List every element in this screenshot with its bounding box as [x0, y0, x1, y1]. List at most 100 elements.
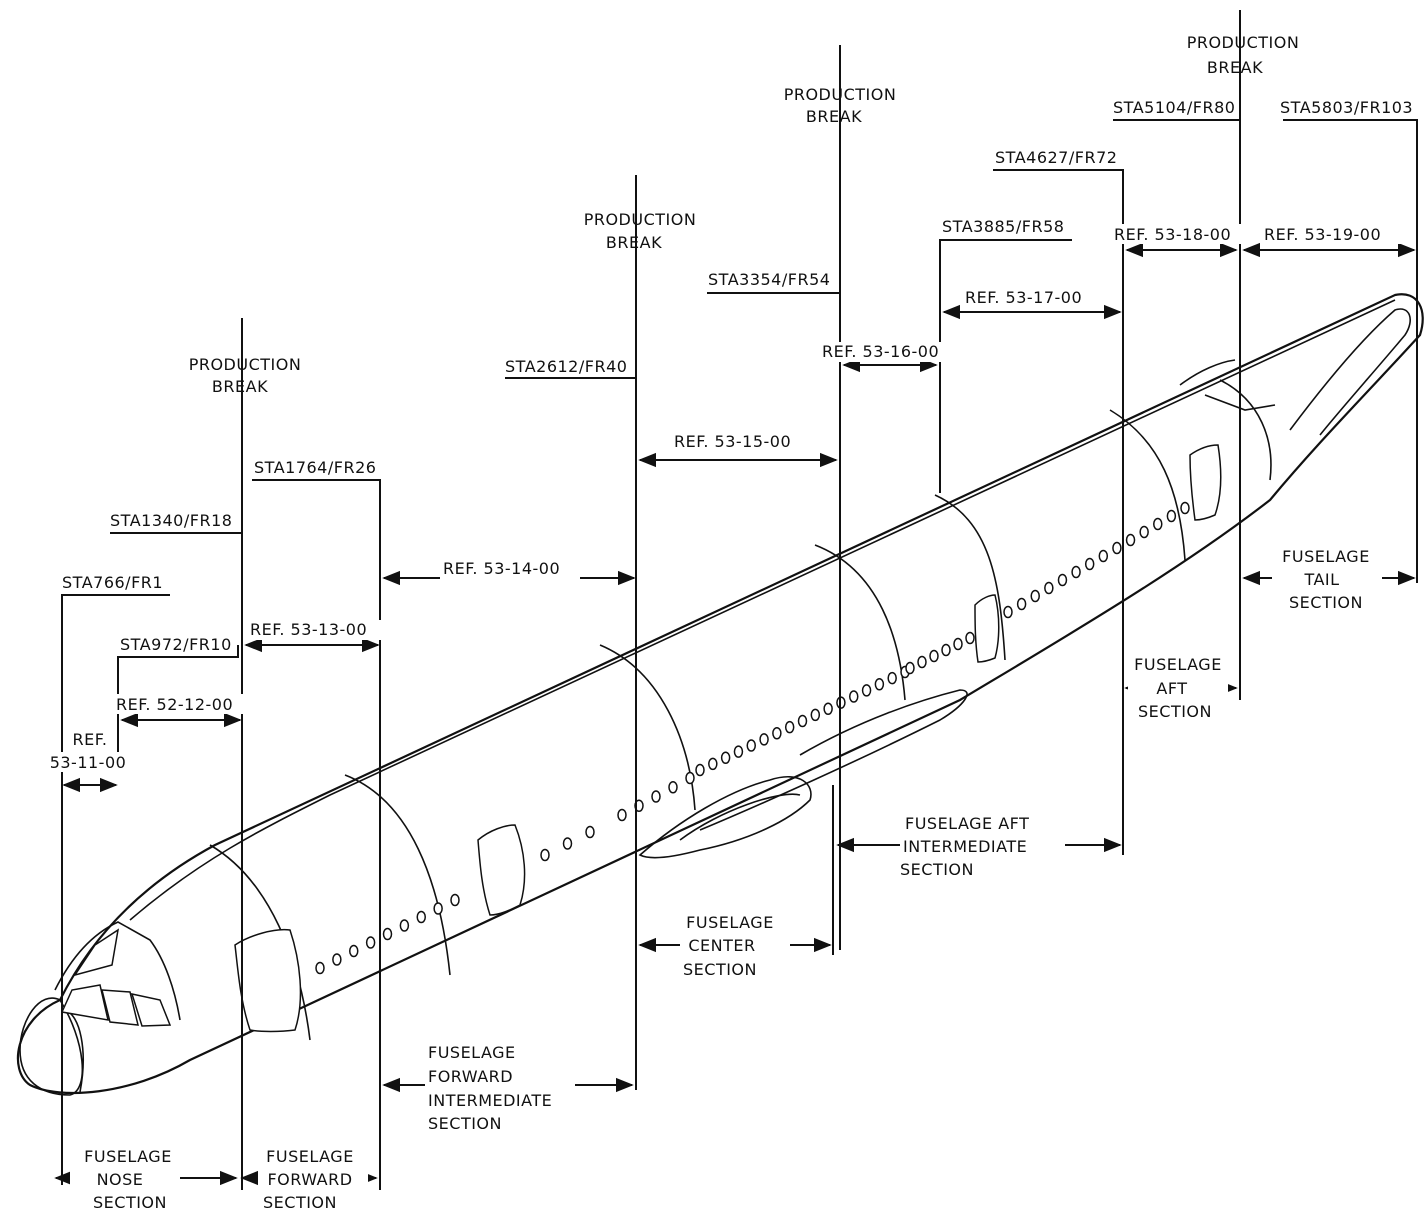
production-break-4-line2: BREAK [1207, 58, 1263, 77]
section-forward-line1: FUSELAGE [266, 1147, 354, 1166]
production-break-2-line2: BREAK [606, 233, 662, 252]
passenger-window [315, 961, 325, 975]
section-center-line2: CENTER [688, 936, 755, 955]
passenger-window [905, 661, 915, 675]
station-label-sta5104: STA5104/FR80 [1113, 98, 1235, 117]
passenger-window [332, 953, 342, 966]
ref-label-53-18: REF. 53-18-00 [1114, 225, 1231, 244]
station-labels: STA766/FR1 STA972/FR10 STA1340/FR18 STA1… [62, 98, 1413, 654]
passenger-window [416, 910, 426, 924]
section-tail-line3: SECTION [1289, 593, 1363, 612]
passenger-window [941, 643, 951, 657]
section-labels: FUSELAGE NOSE SECTION FUSELAGE FORWARD S… [84, 547, 1369, 1212]
passenger-windows [315, 501, 1190, 975]
passenger-window [1180, 501, 1190, 515]
production-break-2-line1: PRODUCTION [584, 210, 697, 229]
passenger-window [772, 727, 782, 740]
section-forward-line2: FORWARD [267, 1170, 352, 1189]
section-aft-int-line1: FUSELAGE AFT [905, 814, 1029, 833]
passenger-window [1057, 573, 1068, 587]
passenger-window [849, 690, 859, 703]
doors [234, 444, 1222, 1033]
passenger-window [874, 678, 885, 691]
production-break-labels: PRODUCTION BREAK PRODUCTION BREAK PRODUC… [189, 33, 1300, 396]
production-break-1-line2: BREAK [212, 377, 268, 396]
ref-label-52-12: REF. 52-12-00 [116, 695, 233, 714]
passenger-window [365, 936, 376, 949]
passenger-window [1153, 517, 1163, 531]
passenger-window [810, 708, 821, 722]
passenger-window [433, 902, 443, 915]
production-break-1-line1: PRODUCTION [189, 355, 302, 374]
door-aft-2 [1189, 444, 1222, 521]
door-aft-1 [974, 594, 1000, 663]
station-label-sta972: STA972/FR10 [120, 635, 232, 654]
passenger-window [733, 745, 744, 758]
passenger-window [695, 763, 705, 777]
station-label-sta3354: STA3354/FR54 [708, 270, 830, 289]
production-break-3-line2: BREAK [806, 107, 862, 126]
passenger-window [540, 848, 550, 862]
passenger-window [668, 781, 678, 794]
passenger-window [797, 714, 808, 728]
ref-label-53-14: REF. 53-14-00 [443, 559, 560, 578]
passenger-window [349, 944, 359, 958]
passenger-window [1071, 565, 1081, 579]
section-fwd-int-line4: SECTION [428, 1114, 502, 1133]
station-label-sta1340: STA1340/FR18 [110, 511, 232, 530]
passenger-window [720, 751, 731, 764]
ref-labels: REF. 53-11-00 REF. 52-12-00 REF. 53-13-0… [50, 225, 1381, 772]
passenger-window [823, 702, 833, 715]
passenger-window [746, 739, 756, 752]
section-center-line1: FUSELAGE [686, 913, 774, 932]
section-aft-int-line2: INTERMEDIATE [903, 837, 1027, 856]
passenger-window [929, 649, 939, 663]
section-joints [209, 379, 1272, 1041]
section-center-line3: SECTION [683, 960, 757, 979]
passenger-window [1139, 525, 1149, 539]
section-aft-line1: FUSELAGE [1134, 655, 1222, 674]
passenger-window [917, 655, 927, 669]
section-fwd-int-line1: FUSELAGE [428, 1043, 516, 1062]
section-nose-line3: SECTION [93, 1193, 167, 1212]
production-break-4-line1: PRODUCTION [1187, 33, 1300, 52]
ref-label-53-11-b: 53-11-00 [50, 753, 127, 772]
tail-cone [1179, 308, 1411, 436]
ref-label-53-16: REF. 53-16-00 [822, 342, 939, 361]
section-aft-int-line3: SECTION [900, 860, 974, 879]
passenger-window [685, 771, 695, 785]
passenger-window [861, 684, 872, 697]
wing-root-fairing [638, 689, 968, 859]
passenger-window [651, 790, 661, 803]
passenger-window [759, 733, 769, 746]
section-nose-line2: NOSE [97, 1170, 144, 1189]
station-label-sta3885: STA3885/FR58 [942, 217, 1064, 236]
passenger-window [1030, 589, 1040, 603]
section-tail-line2: TAIL [1303, 570, 1339, 589]
passenger-window [399, 919, 410, 932]
passenger-window [965, 631, 975, 645]
station-label-sta1764: STA1764/FR26 [254, 458, 376, 477]
passenger-window [1003, 605, 1013, 619]
passenger-window [1098, 549, 1109, 563]
passenger-window [1125, 533, 1136, 547]
cockpit-windows [60, 928, 172, 1027]
passenger-window [1112, 541, 1122, 555]
ref-label-53-17: REF. 53-17-00 [965, 288, 1082, 307]
passenger-window [562, 837, 573, 850]
label-backgrounds [40, 224, 1402, 1213]
section-nose-line1: FUSELAGE [84, 1147, 172, 1166]
passenger-window [887, 671, 897, 685]
production-break-3-line1: PRODUCTION [784, 85, 897, 104]
station-lines [61, 10, 1418, 1190]
station-label-sta2612: STA2612/FR40 [505, 357, 627, 376]
passenger-window [784, 720, 795, 734]
passenger-window [450, 893, 460, 907]
ref-label-53-15: REF. 53-15-00 [674, 432, 791, 451]
ref-label-53-19: REF. 53-19-00 [1264, 225, 1381, 244]
door-forward-2 [477, 824, 526, 916]
section-fwd-int-line3: INTERMEDIATE [428, 1091, 552, 1110]
passenger-window [1044, 581, 1054, 595]
section-fwd-int-line2: FORWARD [428, 1067, 513, 1086]
